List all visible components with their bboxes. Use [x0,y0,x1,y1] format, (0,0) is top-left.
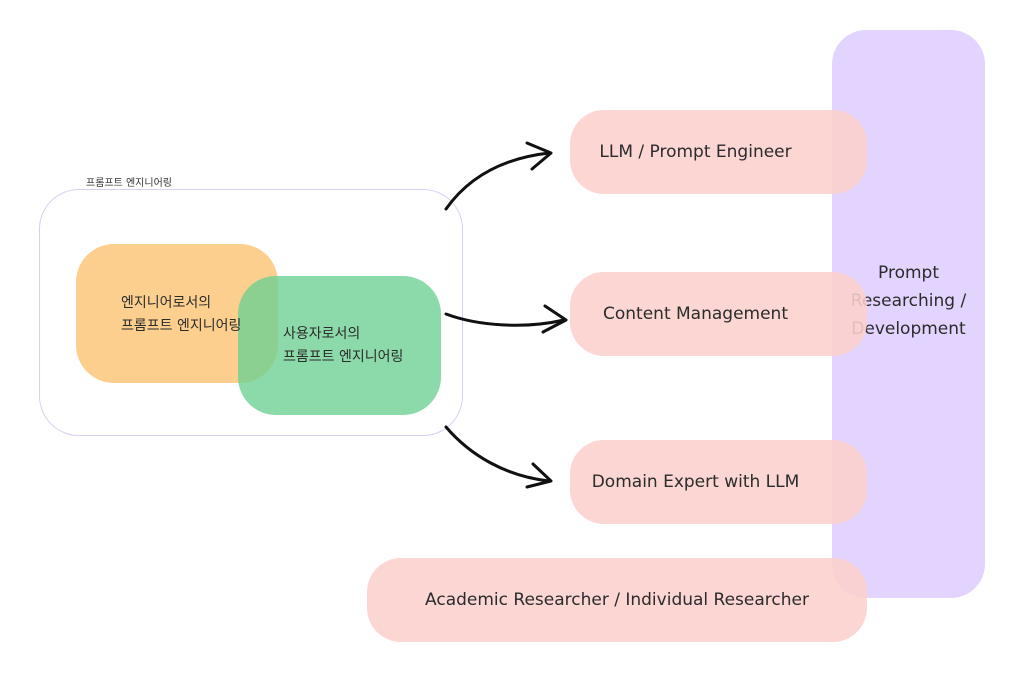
engineer-perspective-line1: 엔지니어로서의 [121,295,212,311]
research-bar-line3: Development [851,319,966,339]
arrowhead-to-content-management [541,304,568,334]
engineer-perspective-label: 엔지니어로서의 프롬프트 엔지니어링 [121,292,241,338]
role-domain-expert: Domain Expert with LLM [570,440,867,524]
role-content-management-label: Content Management [603,304,788,324]
user-perspective-line1: 사용자로서의 [283,326,361,342]
arrowhead-to-llm-engineer [525,141,553,171]
group-title: 프롬프트 엔지니어링 [86,178,172,189]
arrow-to-llm-engineer [444,151,551,211]
user-perspective-line2: 프롬프트 엔지니어링 [283,349,404,365]
arrowhead-to-domain-expert [525,462,553,489]
user-perspective-blob [238,276,441,415]
role-llm-prompt-engineer-label: LLM / Prompt Engineer [599,142,792,162]
arrow-to-domain-expert [444,425,551,483]
arrow-to-content-management [444,312,566,327]
prompt-research-development-label: Prompt Researching / Development [851,259,966,343]
role-academic-researcher-label: Academic Researcher / Individual Researc… [425,590,809,610]
role-domain-expert-label: Domain Expert with LLM [591,472,800,492]
prompt-engineering-group-frame [39,189,463,436]
role-llm-prompt-engineer: LLM / Prompt Engineer [570,110,867,194]
research-bar-line2: Researching / [850,291,967,311]
role-content-management: Content Management [570,272,867,356]
research-bar-line1: Prompt [878,263,939,283]
engineer-perspective-line2: 프롬프트 엔지니어링 [121,318,242,334]
role-academic-researcher: Academic Researcher / Individual Researc… [367,558,867,642]
user-perspective-label: 사용자로서의 프롬프트 엔지니어링 [283,323,403,369]
